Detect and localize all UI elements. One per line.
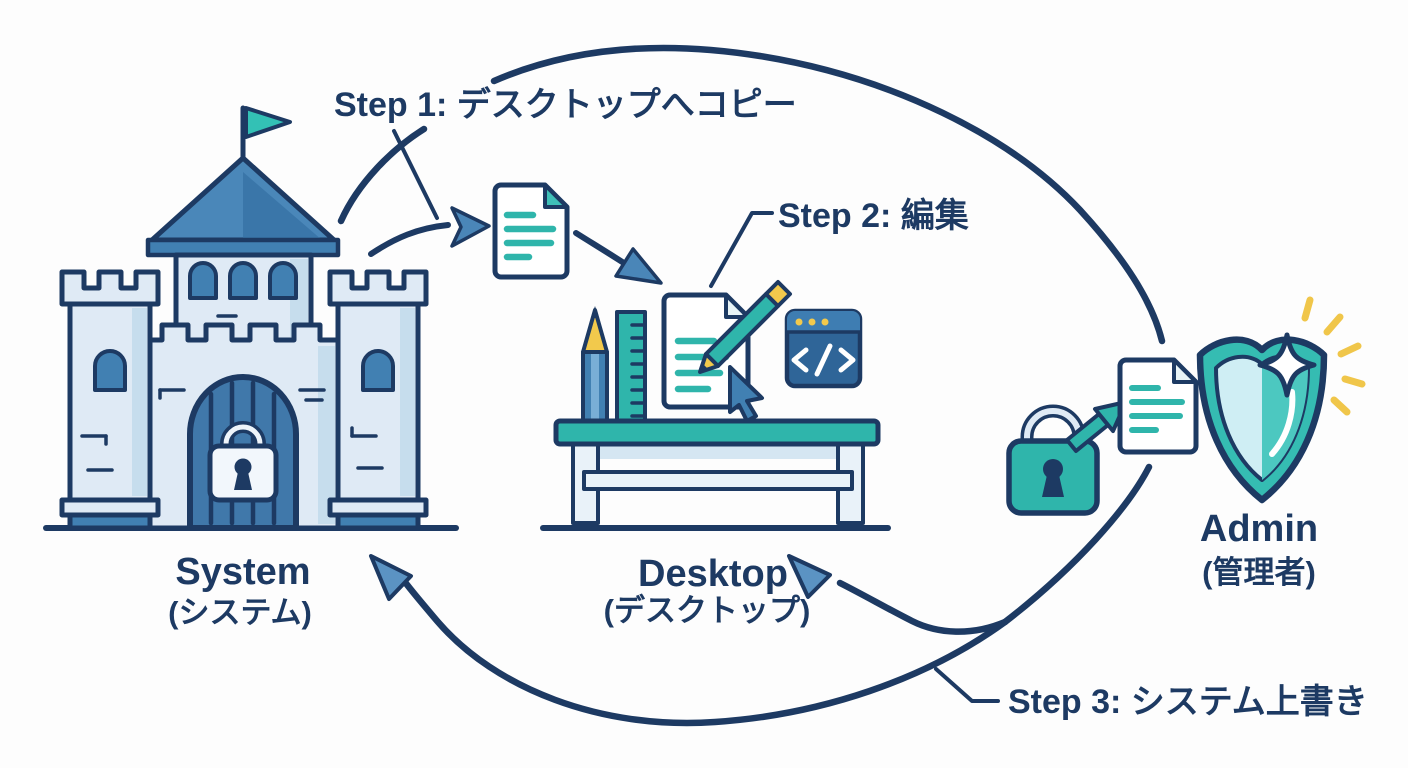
admin-title: Admin: [1200, 508, 1318, 550]
desk-top: [553, 418, 881, 447]
cycle-arc-top-segment: [490, 44, 1166, 345]
code-window-icon: [784, 308, 863, 389]
edit-document-fold: [724, 293, 750, 319]
desktop-subtitle: (デスクトップ): [604, 593, 811, 628]
keep-window-icon: [188, 261, 218, 300]
desktop-arrowhead-icon: [787, 554, 832, 599]
desk-apron: [576, 444, 860, 459]
system-title: System: [175, 551, 310, 593]
doc-transfer-arrowhead-icon: [614, 247, 663, 285]
step2-leader-line: [709, 211, 774, 288]
admin-document-fold: [1172, 358, 1198, 384]
desktop-title: Desktop: [638, 553, 788, 595]
step1-label: Step 1: デスクトップへコピー: [334, 85, 797, 124]
desk-crossbar: [582, 470, 854, 491]
tower-window-icon: [361, 349, 395, 392]
shield-highlight: [1269, 389, 1296, 457]
sparkle-rays-icon: [1301, 296, 1366, 416]
admin-document-text-lines: [1129, 385, 1185, 433]
castle-brick-details: [80, 388, 384, 472]
edit-pencil-icon: [698, 280, 792, 374]
step1-arrow: [368, 222, 451, 257]
pencil-icon: [581, 306, 609, 424]
window-dot-icon: [795, 318, 803, 326]
document-text-lines: [503, 211, 557, 261]
castle-right-tower: [327, 269, 429, 531]
step1-arrowhead-icon: [450, 206, 491, 248]
keep-window-icon: [268, 261, 298, 300]
doc-transfer-arrow: [573, 230, 633, 270]
castle-keep: [173, 252, 314, 343]
document-fold: [543, 183, 569, 209]
tower-window-icon: [93, 349, 127, 392]
ruler-icon: [615, 310, 647, 424]
step3-leader-line: [934, 667, 1000, 703]
castle-roof: [145, 155, 341, 258]
step1-leader-line: [392, 129, 439, 220]
castle-gate: [187, 374, 299, 531]
system-subtitle: (システム): [168, 595, 312, 630]
sparkle-icon: [1257, 332, 1317, 398]
shield-icon: [1196, 296, 1366, 504]
flag-icon: [240, 105, 292, 163]
window-dot-icon: [808, 318, 816, 326]
step2-label: Step 2: 編集: [778, 197, 969, 235]
admin-subtitle: (管理者): [1202, 555, 1316, 590]
gate-lock-icon: [207, 421, 279, 503]
admin-document-icon: [1117, 357, 1199, 455]
cycle-arc-left-segment: [337, 125, 428, 225]
document-icon: [492, 182, 570, 280]
cycle-arc: [337, 44, 1166, 727]
code-glyph: [791, 343, 856, 377]
keep-window-icon: [228, 261, 258, 300]
castle-icon: [43, 105, 459, 531]
cycle-arc-bottom-segment: [398, 463, 1153, 727]
step3-label: Step 3: システム上書き: [1008, 683, 1368, 721]
desktop-return-arc: [836, 579, 1009, 635]
window-dot-icon: [821, 318, 829, 326]
desk-icon: [540, 280, 891, 531]
castle-left-tower: [59, 269, 161, 531]
system-arrowhead-icon: [369, 554, 413, 601]
